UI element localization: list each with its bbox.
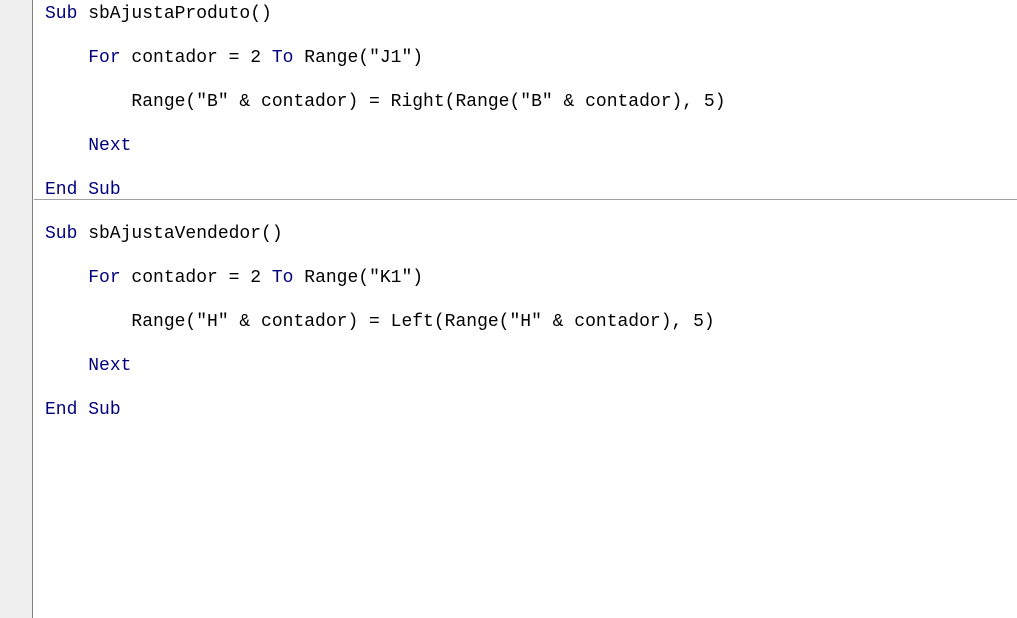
code-token: sbAjustaProduto() <box>77 4 272 24</box>
code-token: Range("H" & contador) = Left(Range("H" &… <box>45 312 715 332</box>
margin-indicator-bar[interactable] <box>0 0 33 618</box>
keyword-token: To <box>271 268 294 288</box>
code-line[interactable]: Next <box>45 354 131 378</box>
code-token: Range("B" & contador) = Right(Range("B" … <box>45 92 726 112</box>
keyword-token: Sub <box>88 400 121 420</box>
code-line[interactable]: Next <box>45 134 131 158</box>
code-line[interactable]: End Sub <box>45 178 121 202</box>
keyword-token: To <box>271 48 294 68</box>
code-token: Range("K1") <box>293 268 424 288</box>
keyword-token: Sub <box>88 180 121 200</box>
keyword-token: Next <box>88 356 132 376</box>
code-line[interactable]: Sub sbAjustaProduto() <box>45 2 272 26</box>
code-line[interactable]: End Sub <box>45 398 121 422</box>
code-line[interactable]: For contador = 2 To Range("K1") <box>45 266 423 290</box>
code-line[interactable]: Range("B" & contador) = Right(Range("B" … <box>45 90 726 114</box>
code-token: contador = 2 <box>120 268 272 288</box>
code-token <box>77 180 88 200</box>
code-token <box>45 268 88 288</box>
keyword-token: For <box>88 268 121 288</box>
code-token: contador = 2 <box>120 48 272 68</box>
keyword-token: For <box>88 48 121 68</box>
code-window[interactable]: Sub sbAjustaProduto() For contador = 2 T… <box>34 0 1017 618</box>
keyword-token: End <box>45 180 78 200</box>
code-line[interactable]: Range("H" & contador) = Left(Range("H" &… <box>45 310 715 334</box>
keyword-token: End <box>45 400 78 420</box>
code-token <box>45 48 88 68</box>
code-line[interactable]: Sub sbAjustaVendedor() <box>45 222 283 246</box>
code-token <box>45 356 88 376</box>
keyword-token: Sub <box>45 224 78 244</box>
keyword-token: Next <box>88 136 132 156</box>
code-token: Range("J1") <box>293 48 424 68</box>
code-token <box>77 400 88 420</box>
keyword-token: Sub <box>45 4 78 24</box>
code-line[interactable]: For contador = 2 To Range("J1") <box>45 46 423 70</box>
procedure-separator <box>34 199 1017 200</box>
code-token: sbAjustaVendedor() <box>77 224 283 244</box>
code-token <box>45 136 88 156</box>
